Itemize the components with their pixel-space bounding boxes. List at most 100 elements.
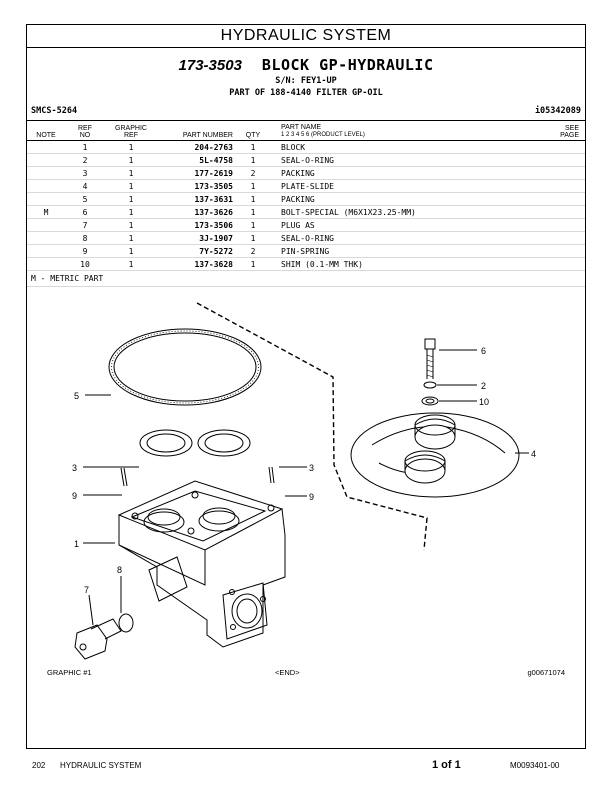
callout-3-right: 3	[309, 463, 314, 473]
cell-graphic: 1	[105, 257, 157, 271]
o-ring-8	[118, 613, 134, 633]
serial-number: S/N: FEY1-UP	[275, 76, 337, 86]
shim-10	[421, 396, 439, 406]
document-id: i05342089	[534, 106, 581, 116]
cell-see	[529, 140, 585, 154]
cell-note	[27, 166, 65, 180]
col-part-number: PART NUMBER	[157, 121, 233, 141]
block-body	[117, 480, 286, 648]
cell-name: SHIM (0.1-MM THK)	[273, 257, 529, 271]
callout-1: 1	[74, 539, 79, 549]
cell-part-number: 173-3505	[157, 179, 233, 193]
cell-note: M	[27, 205, 65, 219]
callout-3-left: 3	[72, 463, 77, 473]
cell-see	[529, 257, 585, 271]
exploded-view-drawing: 5 3 3 9 9 1 8 7 6 2 10 4	[72, 302, 536, 660]
cell-graphic: 1	[105, 140, 157, 154]
cell-see	[529, 244, 585, 258]
group-part-number: 173-3503	[178, 57, 242, 74]
callout-7: 7	[84, 585, 89, 595]
cell-note	[27, 192, 65, 206]
footer-section: HYDRAULIC SYSTEM	[60, 761, 142, 770]
footer-doc-number: M0093401-00	[510, 761, 560, 770]
cell-ref: 5	[65, 192, 105, 206]
cell-qty: 2	[233, 166, 273, 180]
cell-part-number: 5L-4758	[157, 153, 233, 167]
cell-note	[27, 244, 65, 258]
col-qty: QTY	[233, 121, 273, 141]
cell-qty: 1	[233, 140, 273, 154]
slide-plate	[350, 412, 520, 498]
end-marker: <END>	[275, 668, 300, 677]
cell-ref: 9	[65, 244, 105, 258]
cell-part-number: 137-3626	[157, 205, 233, 219]
callout-6: 6	[481, 346, 486, 356]
packing-ring-3-right	[197, 429, 251, 457]
packing-ring-3-left	[139, 429, 193, 457]
cell-note	[27, 218, 65, 232]
cell-graphic: 1	[105, 179, 157, 193]
cell-name: BLOCK	[273, 140, 529, 154]
cell-name: BOLT-SPECIAL (M6X1X23.25-MM)	[273, 205, 529, 219]
cell-part-number: 7Y-5272	[157, 244, 233, 258]
spring-pin-left	[120, 467, 128, 487]
id-row: SMCS-5264 i05342089	[27, 104, 585, 121]
cell-qty: 1	[233, 153, 273, 167]
callout-2: 2	[481, 381, 486, 391]
cell-ref: 2	[65, 153, 105, 167]
cell-see	[529, 179, 585, 193]
cell-note	[27, 257, 65, 271]
cell-qty: 1	[233, 218, 273, 232]
cell-name: PLUG AS	[273, 218, 529, 232]
cell-note	[27, 153, 65, 167]
spring-pin-right	[268, 466, 275, 484]
cell-graphic: 1	[105, 231, 157, 245]
cell-ref: 3	[65, 166, 105, 180]
cell-graphic: 1	[105, 244, 157, 258]
cell-graphic: 1	[105, 166, 157, 180]
cell-qty: 1	[233, 257, 273, 271]
callout-9-left: 9	[72, 491, 77, 501]
cell-name: PIN-SPRING	[273, 244, 529, 258]
smcs-code: SMCS-5264	[31, 106, 78, 116]
packing-ring-5	[108, 328, 262, 406]
cell-name: SEAL-O-RING	[273, 153, 529, 167]
cell-name: PACKING	[273, 166, 529, 180]
callout-5: 5	[74, 391, 79, 401]
graphic-id: g00671074	[527, 668, 565, 677]
assembly-dashed-line	[196, 302, 428, 551]
cell-note	[27, 140, 65, 154]
cell-qty: 1	[233, 179, 273, 193]
cell-qty: 2	[233, 244, 273, 258]
graphic-label: GRAPHIC #1	[47, 668, 92, 677]
cell-qty: 1	[233, 192, 273, 206]
cell-name: PLATE-SLIDE	[273, 179, 529, 193]
cell-see	[529, 192, 585, 206]
cell-qty: 1	[233, 205, 273, 219]
callout-8: 8	[117, 565, 122, 575]
cell-see	[529, 218, 585, 232]
section-title: HYDRAULIC SYSTEM	[27, 25, 585, 48]
cell-graphic: 1	[105, 153, 157, 167]
cell-name: SEAL-O-RING	[273, 231, 529, 245]
cell-note	[27, 179, 65, 193]
cell-see	[529, 166, 585, 180]
cell-ref: 4	[65, 179, 105, 193]
cell-see	[529, 153, 585, 167]
cell-ref: 6	[65, 205, 105, 219]
callout-10: 10	[479, 397, 489, 407]
cell-ref: 8	[65, 231, 105, 245]
